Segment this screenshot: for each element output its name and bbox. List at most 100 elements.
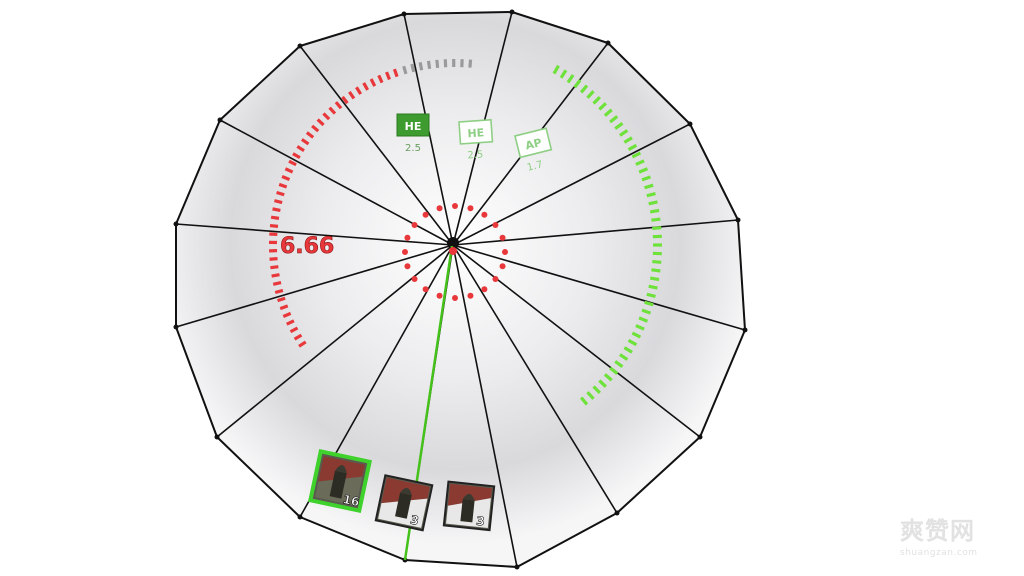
enemy-range-tick [281,175,291,181]
enemy-range-tick [298,340,307,348]
ally-range-tick [592,95,601,105]
enemy-range-tick [385,71,391,81]
ammo-type-label: HE [405,120,422,133]
watermark-brand: 爽赞网 [900,517,975,545]
rib-tip [173,221,179,227]
ally-range-tick [641,175,652,182]
rib-tip [605,40,611,46]
enemy-range-tick [392,68,399,78]
ally-range-tick [619,353,629,361]
enemy-range-tick [286,319,295,326]
enemy-range-tick [316,118,325,127]
ally-range-tick [609,366,619,375]
reticle-dot [492,221,499,228]
enemy-range-tick [278,182,288,189]
ally-range-arc [552,64,662,406]
ally-range-tick [619,129,629,137]
rib-tip [297,514,303,520]
rib-tip [297,43,303,49]
rib-tip [697,434,703,440]
rib-tip [173,324,179,330]
ally-range-tick [651,268,661,273]
ammo-type-value: 2.5 [467,149,484,161]
reticle-dot [467,292,474,299]
ally-range-tick [614,360,624,368]
rib-tip [401,11,407,17]
reticle-dot [422,211,429,218]
ammo-type-ap[interactable]: AP 1.7 [514,127,556,175]
enemy-range-tick [311,124,320,133]
ally-range-tick [635,324,645,331]
umbrella-tip [447,237,459,249]
ally-range-tick [627,338,638,347]
shell-he-icon [329,465,347,499]
ammo-slot-count: 3 [476,514,486,529]
ally-range-tick [649,276,660,282]
enemy-range-tick [341,95,349,105]
enemy-range-tick [272,207,281,212]
enemy-range-tick [284,167,294,174]
ally-range-tick [559,69,568,79]
enemy-range-tick [270,215,280,220]
enemy-range-tick [271,273,280,278]
ally-range-tick [573,79,582,89]
ally-range-tick [579,396,589,406]
umbrella-canopy [173,9,748,570]
shell-he-icon [395,488,412,519]
canopy-rib [452,244,618,514]
rib-tip [735,217,741,223]
reticle-dot [502,249,508,255]
enemy-range-tick [293,333,303,341]
ally-range-tick [644,183,654,190]
ally-range-tick [552,64,560,75]
ally-range-tick [586,90,595,99]
enemy-range-tick [328,106,337,115]
ammo-slot-2[interactable]: 3 [374,474,434,532]
rib-tip [742,327,748,333]
enemy-range-tick [369,78,377,87]
range-gray-ticks [402,58,473,75]
ammo-type-label: AP [524,136,543,153]
enemy-range-tick [305,131,315,139]
ammo-slot-3[interactable]: 3 [442,480,496,532]
ally-range-tick [598,379,607,388]
canopy-rib [452,244,746,331]
canopy-rib [175,223,454,246]
ally-range-tick [614,122,624,130]
watermark-url: shuangzan.com [900,548,978,558]
ammo-slot-count: 16 [342,492,361,509]
enemy-range-tick [355,86,363,95]
ammo-slot-1[interactable]: 16 [307,448,373,514]
ally-range-tick [648,200,658,206]
gray-range-tick [468,59,473,68]
reticle-dot [481,211,488,218]
enemy-range-tick [348,90,356,100]
reticle-center-dot [449,247,457,255]
reticle-dot [404,234,411,241]
shell-ap-icon [460,493,475,523]
enemy-range-tick [276,190,285,197]
ammo-type-he[interactable]: HE 2.5 [458,118,494,162]
ally-range-tick [603,373,613,382]
reticle-dot [452,295,458,301]
enemy-range-tick [269,223,279,228]
ally-range-tick [652,226,662,231]
ally-range-tick [646,191,656,198]
ammo-type-value: 1.7 [526,159,544,174]
ammo-type-he-selected[interactable]: HE 2.5 [396,113,430,154]
canopy-rib [299,45,454,246]
reticle-dot [452,203,458,209]
ally-range-tick [598,102,607,111]
reticle-dot [481,286,488,293]
distance-readout: 6.66 [280,234,334,259]
enemy-range-tick [377,74,384,84]
ally-range-tick [649,208,660,214]
canopy-rib [175,244,454,328]
ally-range-tick [635,159,645,166]
ally-range-tick [586,391,595,400]
reticle-dot [404,263,411,270]
enemy-range-arc [268,68,399,348]
reticle-dot [411,276,418,283]
enemy-range-tick [322,112,331,121]
